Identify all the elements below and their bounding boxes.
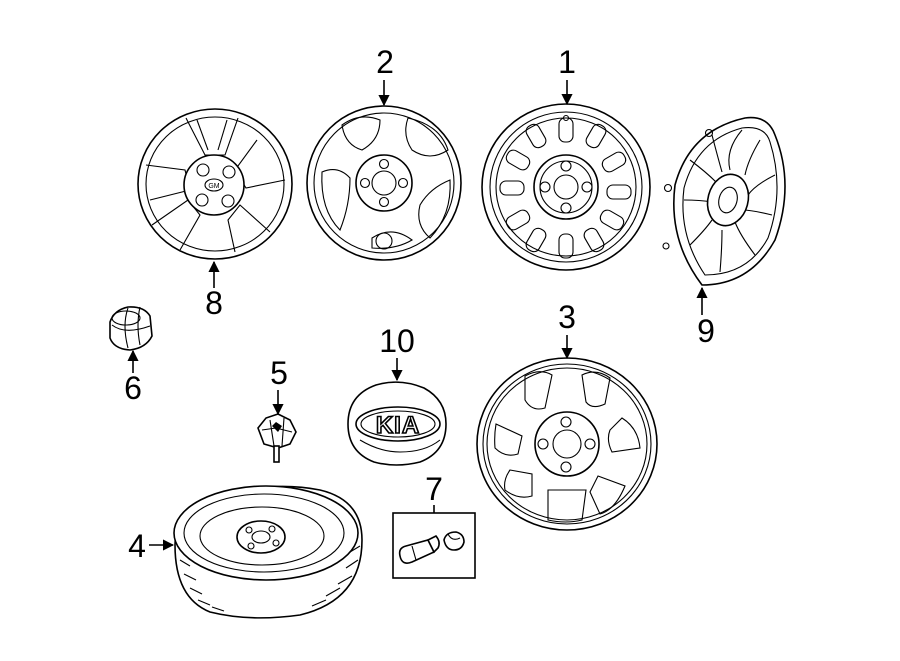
part-6-lug-nut xyxy=(109,306,153,351)
callout-5-number: 5 xyxy=(270,355,288,391)
callout-3-number: 3 xyxy=(558,299,576,335)
callout-10-number: 10 xyxy=(379,323,415,359)
part-8-alloy-wheel: GM xyxy=(137,108,293,260)
callout-9-number: 9 xyxy=(697,313,715,349)
callout-6-number: 6 xyxy=(124,370,142,406)
gm-center-logo: GM xyxy=(208,183,219,190)
callout-4: 4 xyxy=(128,528,175,564)
callout-10: 10 xyxy=(379,323,415,382)
callout-6: 6 xyxy=(124,349,142,406)
valve-stem xyxy=(398,535,440,564)
callout-7-number: 7 xyxy=(425,471,443,507)
callout-2: 2 xyxy=(376,44,394,107)
callout-5: 5 xyxy=(270,355,288,416)
callout-7: 7 xyxy=(425,471,443,513)
part-2-steel-wheel xyxy=(306,105,462,261)
part-4-spare-tire xyxy=(173,485,363,619)
callout-1-number: 1 xyxy=(558,44,576,80)
part-9-wheel-cover xyxy=(662,116,786,286)
kia-emblem-text: KIA xyxy=(376,412,420,439)
callout-1: 1 xyxy=(558,44,576,106)
part-3-styled-steel-wheel xyxy=(476,357,658,531)
callout-8-number: 8 xyxy=(205,285,223,321)
part-5-hold-down-bolt xyxy=(257,413,297,463)
callout-4-number: 4 xyxy=(128,528,146,564)
callout-9: 9 xyxy=(696,286,715,349)
callout-2-number: 2 xyxy=(376,44,394,80)
part-10-center-cap: KIA xyxy=(347,381,447,466)
valve-cap xyxy=(443,531,465,551)
callout-3: 3 xyxy=(558,299,576,360)
part-1-steel-wheel xyxy=(481,103,651,271)
part-7-valve-stem-box xyxy=(392,512,476,579)
callout-8: 8 xyxy=(205,260,223,321)
